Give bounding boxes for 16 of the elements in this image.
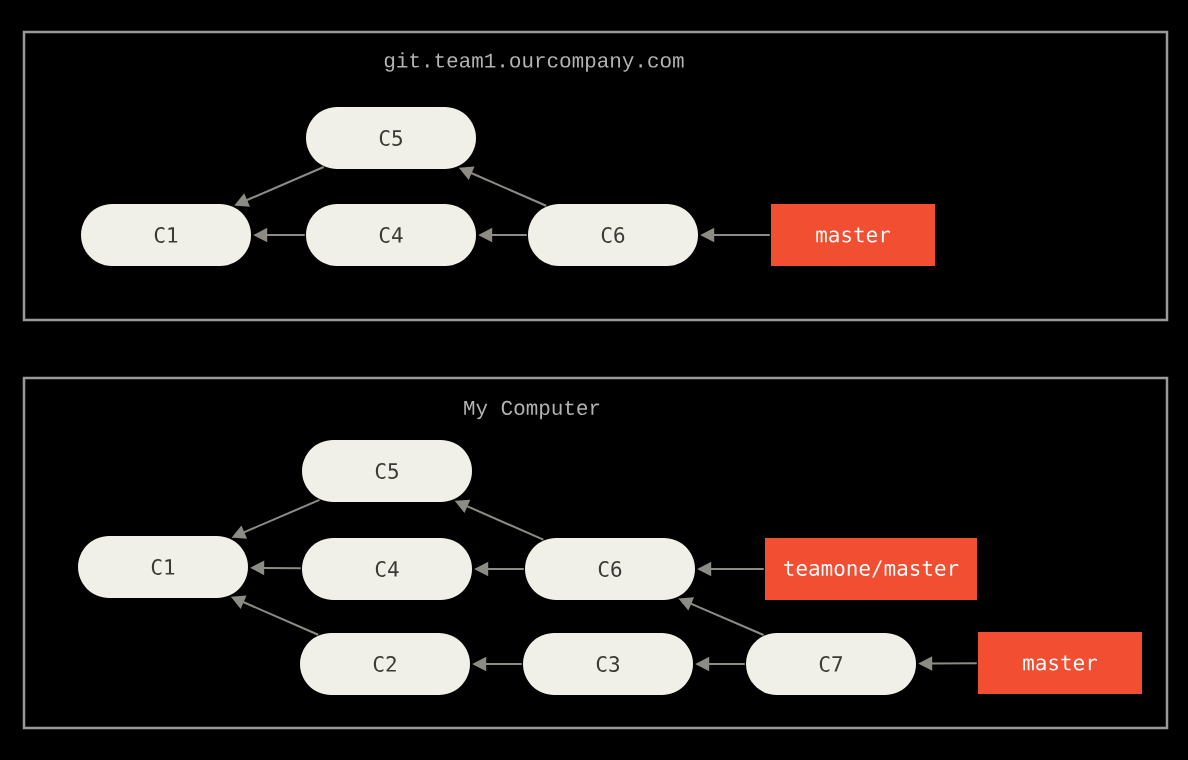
commit-pill: C7 bbox=[746, 633, 916, 695]
commit-pill: C5 bbox=[306, 107, 476, 169]
commit-pill: C1 bbox=[81, 204, 251, 266]
branch-label: master bbox=[978, 632, 1142, 694]
commit-pill: C6 bbox=[528, 204, 698, 266]
commit-pill: C4 bbox=[306, 204, 476, 266]
branch-label: teamone/master bbox=[765, 538, 977, 600]
frame-title: My Computer bbox=[464, 400, 600, 420]
commit-pill: C1 bbox=[78, 536, 248, 598]
frame-title: git.team1.ourcompany.com bbox=[384, 52, 684, 72]
commit-pill: C3 bbox=[523, 633, 693, 695]
branch-label: master bbox=[771, 204, 935, 266]
commit-pill: C6 bbox=[525, 538, 695, 600]
commit-pill: C2 bbox=[300, 633, 470, 695]
commit-pill: C5 bbox=[302, 440, 472, 502]
commit-pill: C4 bbox=[302, 538, 472, 600]
